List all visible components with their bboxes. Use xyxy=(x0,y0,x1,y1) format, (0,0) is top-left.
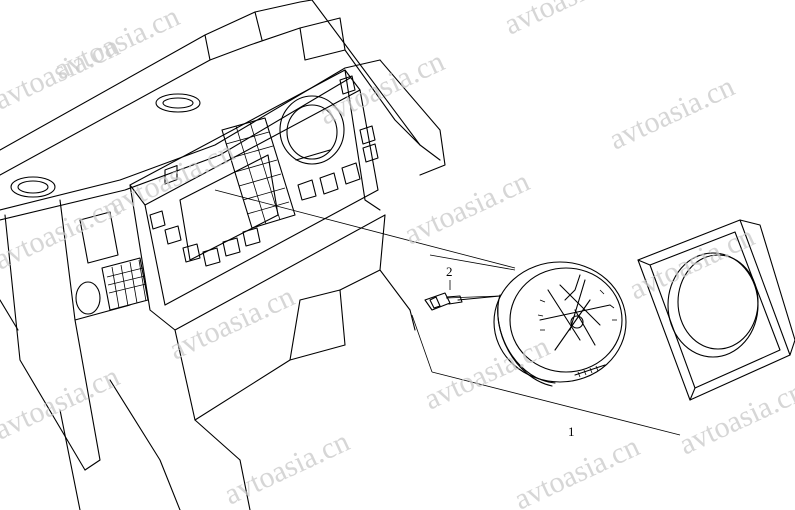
watermark: avtoasia.cn xyxy=(509,430,644,510)
gauge-instrument xyxy=(493,261,627,387)
gauge-bezel xyxy=(637,219,795,401)
watermark: avtoasia.cn xyxy=(499,0,634,41)
watermark: avtoasia.cn xyxy=(0,190,125,277)
sensor-connector xyxy=(424,280,501,311)
watermark: avtoasia.cn xyxy=(314,45,449,132)
watermark: avtoasia.cn xyxy=(419,330,554,417)
watermark: avtoasia.cn xyxy=(604,70,739,157)
watermark: avtoasia.cn xyxy=(399,165,534,252)
callout-2: 2 xyxy=(446,264,453,279)
callout-1: 1 xyxy=(568,424,575,439)
watermark: avtoasia.cn xyxy=(164,280,299,367)
left-switch-grid xyxy=(106,259,147,309)
leader-lines xyxy=(214,189,681,436)
dashboard-assembly xyxy=(0,0,446,510)
watermark: avtoasia.cn xyxy=(0,30,125,117)
watermark: avtoasia.cn xyxy=(219,425,354,510)
cluster-buttons xyxy=(149,75,379,267)
center-switch-grid xyxy=(221,117,296,229)
watermark: avtoasia.cn xyxy=(0,360,125,447)
watermark: avtoasia.cn xyxy=(674,375,795,462)
